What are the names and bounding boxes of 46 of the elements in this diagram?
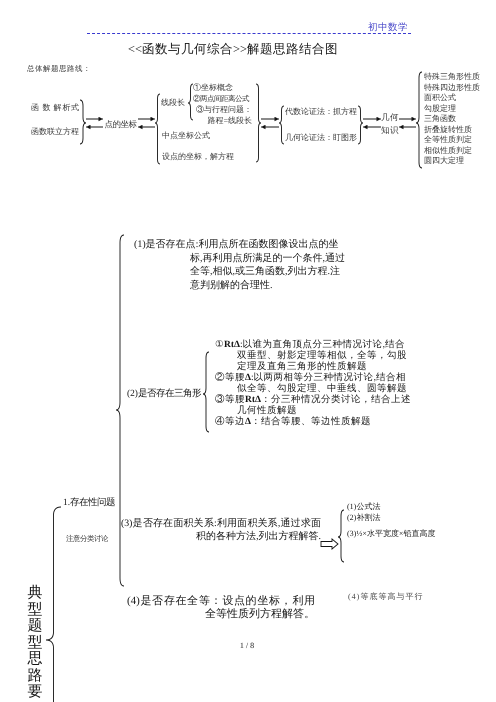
list-item: 折叠旋转性质 [424,124,473,135]
question-text: (4)是否存在全等：设点的坐标，利用全等性质列方程解答。 [127,595,315,622]
arrow [86,116,104,122]
list-item: 面积公式 [424,93,457,104]
flow-label: 代数论证法：抓方程 [285,107,358,117]
flow-label: 几何论证法：盯图形 [285,133,358,143]
list-item: (3)½×水平宽度×铅直高度 [347,529,436,539]
arrow [362,124,382,130]
question-text: (2)是否存在三角形 [127,387,201,401]
question-text: (3)是否存在面积关系:利用面积关系,通过求面积的各种方法,列出方程解答. [121,518,321,544]
header-text: 初中数学 [368,22,409,34]
flow-label: 几何知识 [381,111,399,137]
flow-label: 函 数 解析式 [31,103,79,113]
arrow [398,124,416,130]
list-item: 相似性质判定 [424,146,473,156]
vertical-heading: 典型题型思路要 [26,585,44,702]
flow-label: 点的坐标 [103,118,138,132]
topic-heading: 1.存在性问题 [63,497,115,509]
list-item: ①RtΔ:以谁为直角顶点分三种情况讨论,结合双垂型、射影定理等相似，全等，勾股定理及直角三角形的性质解题 [215,340,408,372]
list-item: 特殊四边形性质 [424,82,481,93]
list-item: (2)补割法 [347,513,382,523]
arrow [138,116,156,122]
flow-label: 设点的坐标，解方程 [162,152,235,162]
flow-label: 线段长 [161,98,186,108]
block-arrow [320,538,339,550]
flow-label: 函数联立方程 [31,127,79,137]
list-item: 圆四大定理 [424,156,465,166]
list-item: 勾股定理 [424,104,457,114]
title: <<函数与几何综合>>解题思路结合图 [126,41,340,57]
page-number: 1 / 8 [238,641,256,651]
list-item: (4)等底等高与平行 [348,592,424,602]
arrow [260,124,280,130]
list-item: 全等性质判定 [424,135,473,146]
list-item: 三角函数 [424,114,457,124]
list-item: (1)公式法 [347,502,382,512]
flow-label: 中点坐标公式 [162,131,211,141]
question-text: (1)是否存在点:利用点所在函数图像设出点的坐标,再利用点所满足的一个条件,通过全等,相似,或三角函数,列出方程.注意判别解的合理性. [134,238,348,293]
arrow [260,116,280,122]
list-item: ③等腰RtΔ：分三种情况分类讨论，结合上述几何性质解题 [215,395,411,416]
list-item: ②等腰Δ:以两两相等分三种情况讨论,结合相似全等、勾股定理、中垂线、圆等解题 [215,373,408,394]
arrow [398,116,416,122]
arrow [362,116,382,122]
arrow [138,124,156,130]
list-item: 特殊三角形性质 [424,72,481,82]
list-item: ④等边Δ：结合等腰、等边性质解题 [215,417,372,428]
arrow [86,124,104,130]
